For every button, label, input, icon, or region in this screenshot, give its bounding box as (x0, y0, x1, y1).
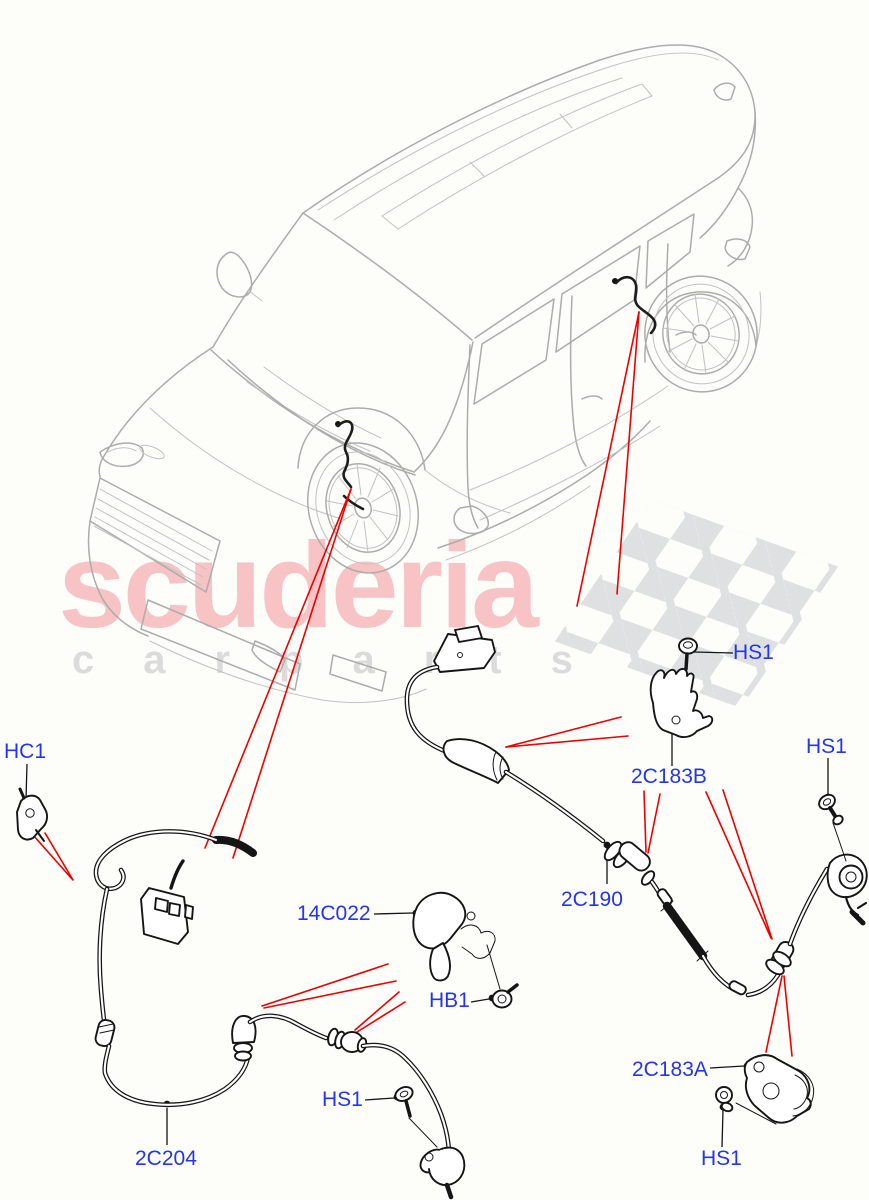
part-14c022-bracket-drawing (412, 891, 501, 990)
part-label-hb1: HB1 (429, 989, 470, 1012)
part-2c183a-bracket-drawing (715, 1054, 815, 1125)
part-label-hs1-right: HS1 (806, 735, 847, 758)
watermark-brand: scuderia (58, 517, 539, 653)
part-hb1-bolt-drawing (491, 983, 519, 1009)
part-hc1-clip-drawing (16, 787, 49, 842)
part-hs1-bolt-right-drawing (818, 793, 847, 862)
part-label-hs1-botleft: HS1 (322, 1088, 363, 1111)
vehicle-sensor-marks (335, 275, 657, 511)
part-label-14c022: 14C022 (297, 902, 371, 925)
part-2c190-rear-sensor-drawing (404, 625, 868, 998)
callout-lines (32, 311, 793, 1057)
part-label-2c183b: 2C183B (631, 765, 707, 788)
vehicle-illustration (87, 44, 762, 704)
part-hs1-bolt-front-drawing (394, 1086, 438, 1148)
part-label-hs1-top: HS1 (733, 641, 774, 664)
part-label-2c183a: 2C183A (632, 1058, 708, 1081)
part-2c204-front-sensor-drawing (93, 829, 466, 1200)
part-label-2c204: 2C204 (135, 1147, 197, 1170)
part-label-hs1-botright: HS1 (701, 1147, 742, 1170)
part-2c183b-bracket-drawing (649, 637, 714, 739)
part-label-2c190: 2C190 (561, 888, 623, 911)
part-label-hc1: HC1 (4, 740, 47, 763)
